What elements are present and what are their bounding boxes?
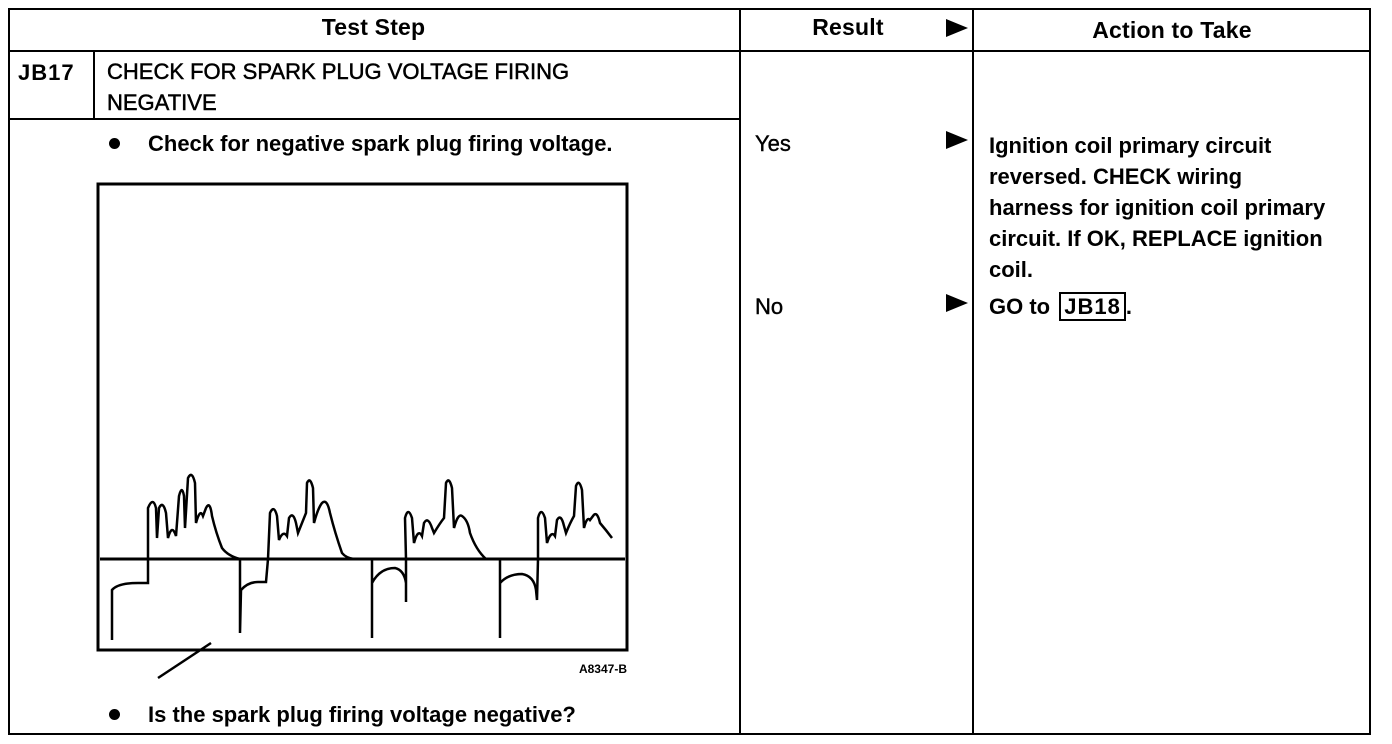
result-no-label: No xyxy=(755,294,784,319)
step-ref-jb18-link[interactable]: JB18 xyxy=(1059,292,1126,321)
right-border xyxy=(1369,8,1371,735)
action-line: Ignition coil primary circuit xyxy=(989,133,1272,158)
header-action: Action to Take xyxy=(1092,17,1252,43)
header-arrow-icon xyxy=(946,19,968,37)
step-id-divider xyxy=(93,50,95,120)
result-no-action: GO to JB18. xyxy=(989,291,1132,322)
action-suffix: . xyxy=(1125,294,1132,319)
action-line: reversed. CHECK wiring xyxy=(989,164,1243,189)
result-yes-action: Ignition coil primary circuit reversed. … xyxy=(989,130,1325,285)
bottom-border xyxy=(8,733,1371,735)
top-border xyxy=(8,8,1371,10)
left-border xyxy=(8,8,10,735)
result-yes-label: Yes xyxy=(755,131,791,156)
action-line: coil. xyxy=(989,257,1034,282)
step-title-line-1: CHECK FOR SPARK PLUG VOLTAGE FIRING xyxy=(107,59,570,85)
step-title-line-2: NEGATIVE xyxy=(107,90,217,116)
bullet-icon xyxy=(109,138,120,149)
result-no-arrow-icon xyxy=(946,294,968,312)
step-instruction: Check for negative spark plug firing vol… xyxy=(148,131,613,156)
scope-screen-frame xyxy=(96,182,629,652)
pointer-arrow-icon xyxy=(157,641,212,680)
result-column-divider xyxy=(739,8,741,735)
header-result: Result xyxy=(812,14,884,40)
bullet-icon xyxy=(109,709,120,720)
waveform-figure: A8347-B xyxy=(96,182,629,680)
figure-code: A8347-B xyxy=(579,662,627,676)
action-line: harness for ignition coil primary xyxy=(989,195,1326,220)
step-title-divider xyxy=(8,118,741,120)
waveform-trace xyxy=(110,473,613,640)
action-column-divider xyxy=(972,8,974,735)
step-id: JB17 xyxy=(18,60,75,85)
result-yes-arrow-icon xyxy=(946,131,968,149)
header-divider xyxy=(8,50,1371,52)
header-test-step: Test Step xyxy=(321,14,426,40)
action-line: circuit. If OK, REPLACE ignition xyxy=(989,226,1323,251)
step-title: CHECK FOR SPARK PLUG VOLTAGE FIRING NEGA… xyxy=(107,56,570,118)
step-question: Is the spark plug firing voltage negativ… xyxy=(148,702,576,727)
action-go-to-text: GO to xyxy=(989,294,1051,319)
